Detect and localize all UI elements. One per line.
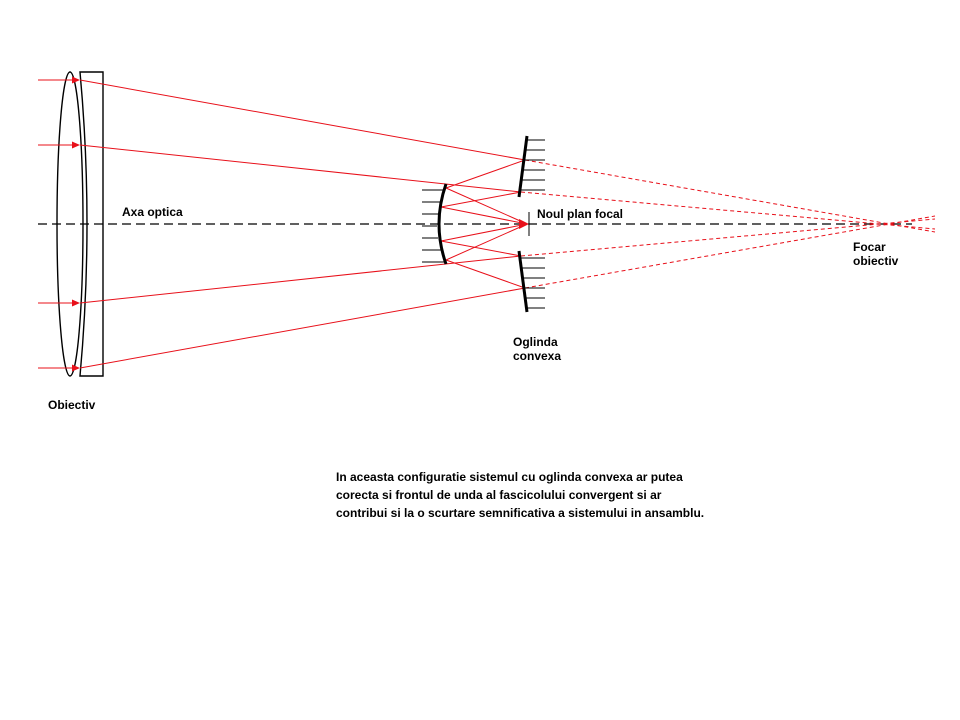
reflected-ray-a3: [440, 240, 522, 257]
main-mirror-lower: [517, 250, 545, 313]
note-line-3: contribui si la o scurtare semnificativa…: [336, 506, 705, 520]
converging-ray-2: [79, 144, 522, 193]
objective-focus-label-line-1: Focar: [853, 240, 886, 254]
convex-mirror-hatching: [422, 189, 444, 263]
reflected-ray-b4: [445, 223, 528, 261]
new-focal-plane-label: Noul plan focal: [537, 207, 624, 221]
main-mirror-upper-surface: [517, 135, 529, 198]
virtual-rays: [520, 159, 936, 289]
convex-mirror-surface: [437, 183, 448, 265]
lens-biconvex: [56, 71, 84, 377]
main-mirror-upper: [517, 135, 545, 198]
converging-ray-3: [79, 255, 522, 304]
incoming-rays: [38, 76, 80, 372]
converging-ray-1: [79, 79, 526, 161]
main-mirror-upper-hatching: [521, 139, 545, 191]
virtual-ray-1: [524, 159, 936, 233]
virtual-ray-2: [520, 191, 936, 230]
note-line-2: corecta si frontul de unda al fascicolul…: [336, 488, 662, 502]
ray-arrow-3: [72, 299, 80, 307]
reflected-ray-a4: [445, 259, 526, 289]
main-mirror-lower-surface: [517, 250, 529, 313]
converging-rays: [79, 79, 526, 369]
converging-ray-4: [79, 287, 526, 369]
axis-label: Axa optica: [122, 205, 183, 219]
ray-arrow-1: [72, 76, 80, 84]
convex-mirror: [422, 183, 448, 265]
virtual-ray-4: [524, 215, 936, 289]
ray-arrow-4: [72, 364, 80, 372]
convex-mirror-label-line-2: convexa: [513, 349, 562, 363]
objective-focus-label-line-2: obiectiv: [853, 254, 899, 268]
convex-mirror-label-line-1: Oglinda: [513, 335, 558, 349]
description-note: In aceasta configuratie sistemul cu ogli…: [336, 468, 756, 522]
reflected-ray-a2: [440, 191, 522, 208]
reflected-ray-a1: [445, 159, 526, 189]
ray-arrow-2: [72, 141, 80, 149]
focus-arrow: [519, 219, 529, 229]
main-mirror-lower-hatching: [521, 257, 545, 309]
lens-meniscus: [79, 71, 104, 377]
reflected-ray-b2: [440, 206, 528, 225]
note-line-1: In aceasta configuratie sistemul cu ogli…: [336, 470, 683, 484]
objective-focus-label: Focar obiectiv: [853, 240, 898, 268]
virtual-ray-3: [520, 218, 936, 257]
convex-mirror-label: Oglinda convexa: [513, 335, 561, 363]
objective-label: Obiectiv: [48, 398, 96, 412]
reflected-ray-b1: [445, 187, 528, 225]
objective-lens: [56, 71, 104, 377]
reflected-ray-b3: [440, 223, 528, 242]
reflected-rays: [440, 159, 529, 289]
